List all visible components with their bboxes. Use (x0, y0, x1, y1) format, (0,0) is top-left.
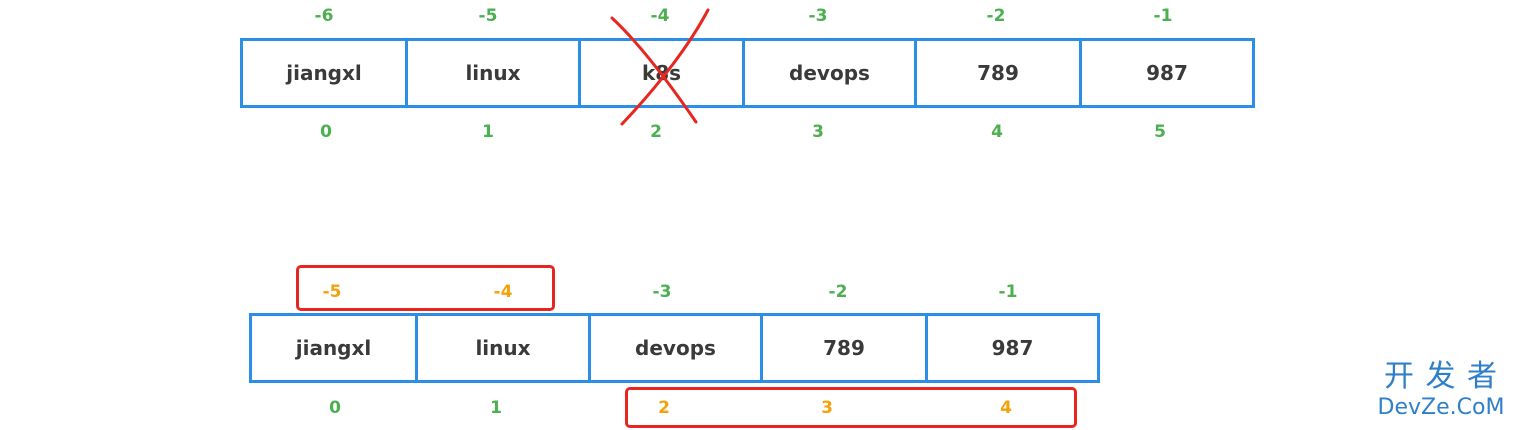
bottom-cell-3: 789 (760, 313, 928, 383)
strike-x-icon (610, 8, 710, 126)
top-pos-index: 2 (650, 122, 662, 142)
bottom-neg-index: -1 (998, 282, 1018, 302)
top-neg-index: -4 (650, 6, 670, 26)
bottom-neg-index: -3 (652, 282, 672, 302)
top-neg-index: -5 (478, 6, 498, 26)
top-neg-index: -3 (808, 6, 828, 26)
bottom-cell-1: linux (415, 313, 591, 383)
bottom-pos-index: 2 (658, 398, 670, 418)
bottom-neg-index: -5 (322, 282, 342, 302)
top-neg-index: -6 (314, 6, 334, 26)
top-cell-1: linux (405, 38, 581, 108)
top-pos-index: 4 (991, 122, 1003, 142)
highlight-negative-box (296, 265, 555, 311)
top-cell-3: devops (742, 38, 917, 108)
bottom-pos-index: 4 (1000, 398, 1012, 418)
top-cell-4: 789 (914, 38, 1082, 108)
bottom-pos-index: 1 (490, 398, 502, 418)
watermark-line2: DevZe.CoM (1377, 395, 1505, 420)
top-cell-0: jiangxl (240, 38, 408, 108)
top-pos-index: 0 (320, 122, 332, 142)
top-neg-index: -1 (1153, 6, 1173, 26)
bottom-pos-index: 3 (821, 398, 833, 418)
top-neg-index: -2 (986, 6, 1006, 26)
bottom-cell-0: jiangxl (249, 313, 418, 383)
bottom-cell-2: devops (588, 313, 763, 383)
top-pos-index: 1 (482, 122, 494, 142)
top-pos-index: 5 (1154, 122, 1166, 142)
bottom-neg-index: -2 (828, 282, 848, 302)
top-pos-index: 3 (812, 122, 824, 142)
bottom-pos-index: 0 (329, 398, 341, 418)
bottom-neg-index: -4 (493, 282, 513, 302)
top-cell-5: 987 (1079, 38, 1255, 108)
bottom-cell-4: 987 (925, 313, 1100, 383)
highlight-positive-box (625, 387, 1077, 428)
watermark-line1: 开 发 者 (1383, 359, 1499, 394)
